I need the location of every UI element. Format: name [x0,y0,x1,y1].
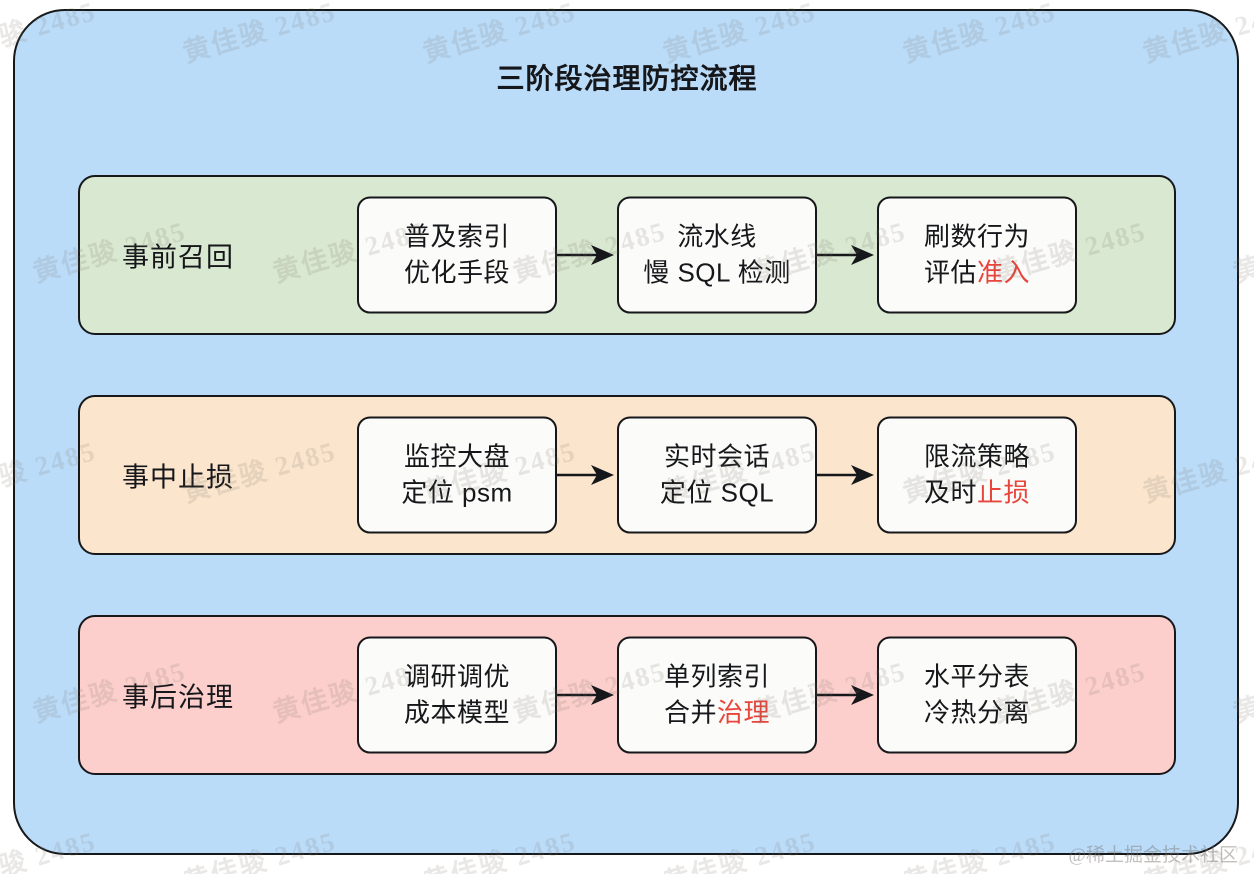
process-node[interactable]: 刷数行为评估准入 [877,196,1077,314]
node-line-1: 监控大盘 [403,441,510,472]
process-node[interactable]: 流水线慢 SQL 检测 [617,196,817,314]
node-line-2: 优化手段 [404,255,510,291]
process-node[interactable]: 监控大盘定位 psm [357,416,557,534]
node-line-1: 调研调优 [403,661,510,692]
arrow-right-icon [817,242,877,268]
stage-row-2: 事后治理调研调优成本模型单列索引合并治理水平分表冷热分离 [78,615,1176,775]
footer-watermark: @稀土掘金技术社区 [1068,845,1239,866]
node-highlight-text: 止损 [977,477,1031,507]
node-line-2-text: 冷热分离 [923,697,1030,727]
arrow-right-icon [817,682,877,708]
node-highlight-text: 准入 [977,257,1031,287]
node-line-2: 成本模型 [404,695,510,731]
node-line-2-text: 成本模型 [403,697,510,727]
node-line-2: 及时止损 [924,475,1030,511]
node-line-1: 流水线 [677,221,757,252]
node-line-2: 合并治理 [664,695,770,731]
process-node[interactable]: 水平分表冷热分离 [877,636,1077,754]
node-line-2: 定位 psm [401,475,512,511]
node-line-2-text: 合并 [663,697,717,727]
arrow-right-icon [557,682,617,708]
stage-label: 事前召回 [122,242,234,273]
node-line-2-text: 优化手段 [403,257,510,287]
page-title: 三阶段治理防控流程 [496,63,758,94]
stage-row-0: 事前召回普及索引优化手段流水线慢 SQL 检测刷数行为评估准入 [78,175,1176,335]
arrow-right-icon [557,242,617,268]
process-node[interactable]: 实时会话定位 SQL [617,416,817,534]
process-node[interactable]: 限流策略及时止损 [877,416,1077,534]
node-line-1: 刷数行为 [923,221,1030,252]
node-line-2-text: 及时 [923,477,977,507]
node-line-2-text: 慢 SQL 检测 [643,257,791,287]
arrow-right-icon [817,462,877,488]
node-line-2: 冷热分离 [924,695,1030,731]
node-line-1: 实时会话 [663,441,770,472]
node-line-1: 限流策略 [923,441,1030,472]
node-line-1: 水平分表 [923,661,1030,692]
node-line-2: 定位 SQL [660,475,774,511]
process-node[interactable]: 调研调优成本模型 [357,636,557,754]
node-line-1: 单列索引 [663,661,770,692]
node-line-2-text: 定位 SQL [659,477,775,507]
arrow-right-icon [557,462,617,488]
node-line-2: 慢 SQL 检测 [643,255,791,291]
process-node[interactable]: 单列索引合并治理 [617,636,817,754]
stage-label: 事后治理 [122,682,234,713]
node-line-2-text: 定位 psm [401,477,513,507]
node-highlight-text: 治理 [717,697,771,727]
node-line-2: 评估准入 [924,255,1030,291]
process-node[interactable]: 普及索引优化手段 [357,196,557,314]
node-line-1: 普及索引 [403,221,510,252]
stage-label: 事中止损 [122,462,234,493]
node-line-2-text: 评估 [923,257,977,287]
